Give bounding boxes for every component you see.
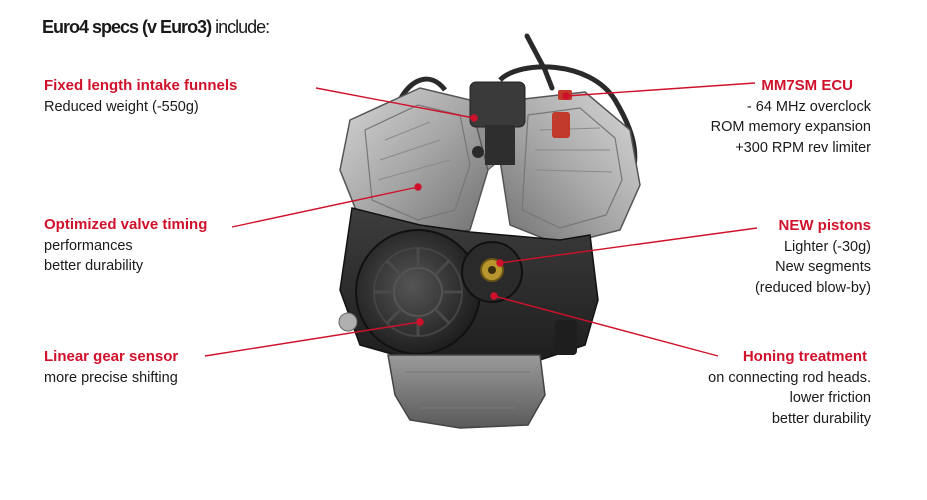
leader-ecu <box>565 82 756 97</box>
page-title-bold: Euro4 specs (v Euro3) <box>42 17 212 37</box>
callout-intake-line-1: Reduced weight (-550g) <box>44 98 199 115</box>
callout-pistons-heading: NEW pistons <box>778 217 872 234</box>
callout-pistons-line-1: Lighter (-30g) <box>783 238 871 255</box>
callout-ecu-heading: MM7SM ECU <box>761 77 853 94</box>
leader-pistons <box>499 227 758 264</box>
callout-ecu-line-1: - 64 MHz overclock <box>746 98 871 115</box>
leader-honing-dot <box>490 292 498 300</box>
callout-ecu-line-3: +300 RPM rev limiter <box>735 139 871 156</box>
callout-valve-heading: Optimized valve timing <box>44 216 208 233</box>
callout-honing-heading: Honing treatment <box>742 348 867 365</box>
callout-honing-line-1: on connecting rod heads. <box>708 369 871 386</box>
leader-gear-dot <box>416 318 424 326</box>
callout-valve-line-2: better durability <box>44 258 144 274</box>
callout-pistons-line-3: (reduced blow-by) <box>754 279 871 296</box>
callout-honing: Honing treatment on connecting rod heads… <box>708 347 871 429</box>
callout-gear-heading: Linear gear sensor <box>44 348 179 365</box>
leader-honing <box>493 295 719 357</box>
leader-intake-dot <box>470 114 478 122</box>
page-title-rest: include: <box>211 17 270 37</box>
callout-intake-heading: Fixed length intake funnels <box>44 77 238 94</box>
callout-ecu: MM7SM ECU - 64 MHz overclock ROM memory … <box>711 76 871 158</box>
leader-intake <box>315 87 475 119</box>
callout-intake-funnels: Fixed length intake funnels Reduced weig… <box>44 76 237 117</box>
leader-valve-dot <box>414 183 422 191</box>
callout-honing-line-3: better durability <box>771 410 871 427</box>
callout-pistons-line-2: New segments <box>775 259 871 275</box>
leader-pistons-dot <box>496 259 504 267</box>
callout-honing-line-2: lower friction <box>789 390 871 406</box>
leader-ecu-dot <box>562 92 570 100</box>
callout-valve-timing: Optimized valve timing performances bett… <box>44 215 207 277</box>
callout-gear-line-1: more precise shifting <box>44 369 178 386</box>
callout-ecu-line-2: ROM memory expansion <box>710 119 871 135</box>
callout-pistons: NEW pistons Lighter (-30g) New segments … <box>755 216 871 298</box>
leader-gear <box>204 321 421 357</box>
callout-valve-line-1: performances <box>44 237 133 254</box>
page-title: Euro4 specs (v Euro3) include: <box>42 17 270 38</box>
callout-gear-sensor: Linear gear sensor more precise shifting <box>44 347 178 388</box>
leader-valve <box>231 186 419 228</box>
